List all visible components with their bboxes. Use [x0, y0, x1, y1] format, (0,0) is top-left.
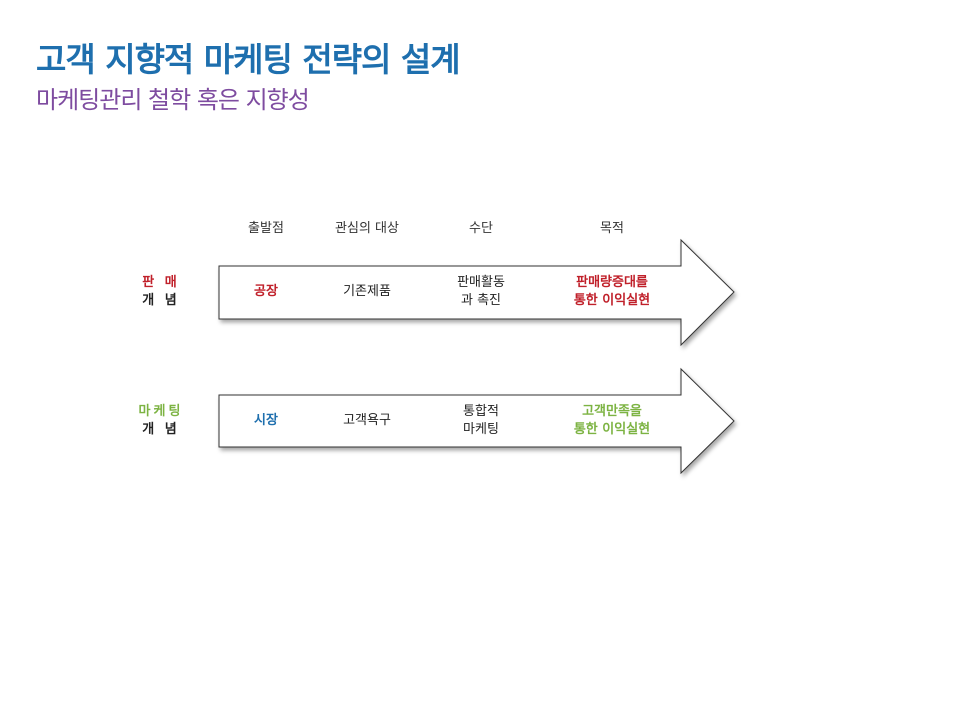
marketing-goal-line2: 통한 이익실현 [573, 422, 651, 437]
selling-goal-line1: 판매량증대를 [576, 275, 648, 290]
marketing-concept-arrow [218, 367, 735, 475]
page-title: 고객 지향적 마케팅 전략의 설계 [36, 40, 461, 79]
column-header-goal: 목적 [600, 221, 624, 236]
column-header-focus: 관심의 대상 [335, 221, 399, 236]
selling-goal-cell: 판매량증대를 통한 이익실현 [574, 274, 650, 310]
selling-means-cell: 판매활동 과 촉진 [457, 274, 505, 310]
marketing-focus-cell: 고객욕구 [343, 413, 391, 428]
selling-concept-arrow [218, 238, 735, 347]
marketing-means-cell: 통합적 마케팅 [463, 403, 499, 439]
marketing-concept-label-line2: 개 념 [142, 422, 180, 437]
selling-concept-label-line1: 판 매 [142, 275, 180, 290]
marketing-goal-cell: 고객만족을 통한 이익실현 [574, 403, 650, 439]
selling-goal-line2: 통한 이익실현 [573, 293, 651, 308]
selling-means-line1: 판매활동 [457, 275, 505, 290]
selling-focus-cell: 기존제품 [343, 284, 391, 299]
selling-concept-label: 판 매 개 념 [126, 274, 196, 310]
marketing-means-line1: 통합적 [463, 404, 499, 419]
marketing-means-line2: 마케팅 [463, 422, 499, 437]
column-header-means: 수단 [469, 221, 493, 236]
marketing-start-cell: 시장 [254, 413, 278, 428]
selling-start-cell: 공장 [254, 284, 278, 299]
marketing-concept-label: 마케팅 개 념 [126, 403, 196, 439]
marketing-goal-line1: 고객만족을 [582, 404, 642, 419]
selling-means-line2: 과 촉진 [460, 293, 501, 308]
marketing-concept-label-line1: 마케팅 [138, 404, 184, 419]
page-subtitle: 마케팅관리 철학 혹은 지향성 [36, 86, 310, 114]
column-header-start: 출발점 [248, 221, 284, 236]
selling-concept-label-line2: 개 념 [142, 293, 180, 308]
